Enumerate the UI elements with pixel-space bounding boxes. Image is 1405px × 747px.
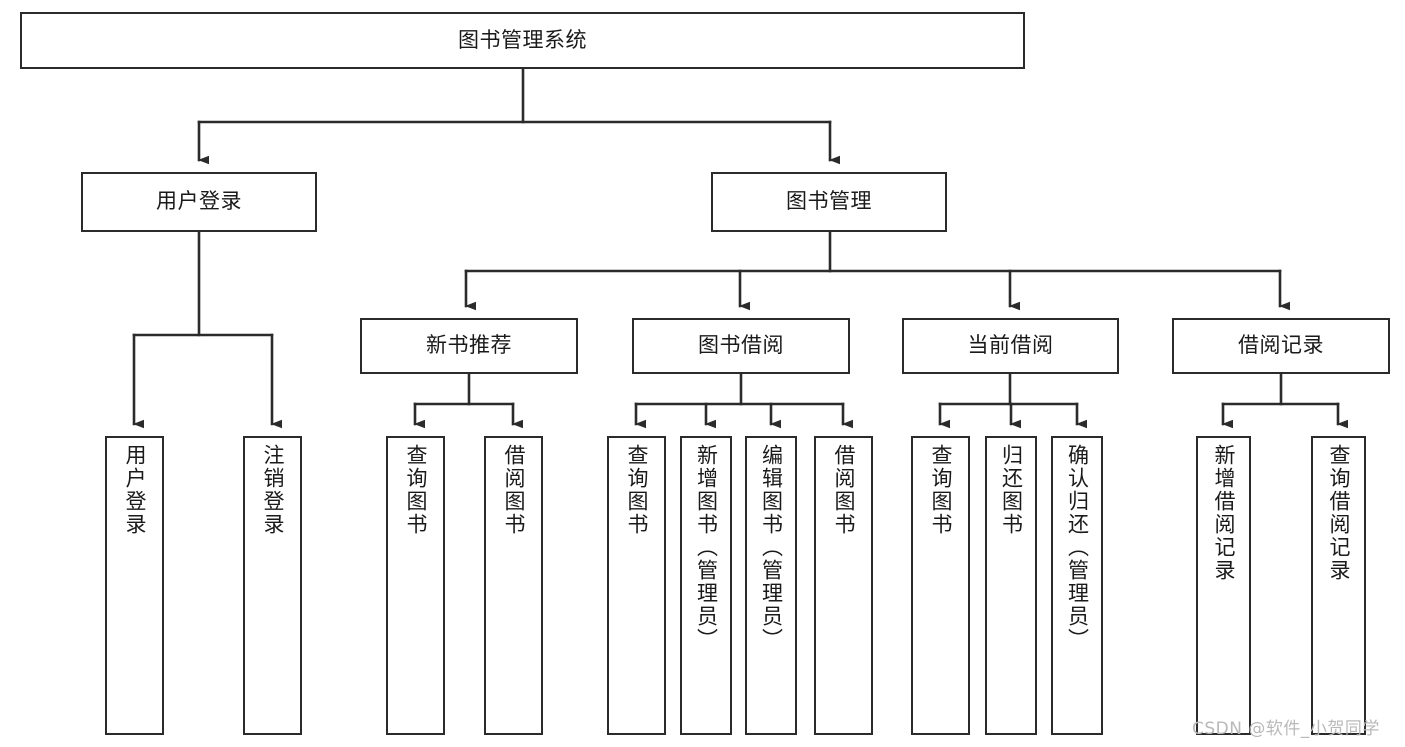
node-leaf-add-borrow-record-label: 新增借阅记录 (1212, 444, 1236, 582)
node-current-borrow-label: 当前借阅 (967, 333, 1054, 358)
node-root[interactable]: 图书管理系统 (20, 12, 1025, 69)
edge-group-root (197, 67, 840, 165)
edge-group-current-borrow (938, 372, 1087, 429)
node-leaf-add-book[interactable]: 新增图书（管理员） (680, 436, 732, 735)
node-book-borrow-label: 图书借阅 (698, 333, 784, 358)
node-leaf-borrow-book-recommend-label: 借阅图书 (502, 444, 526, 536)
node-book-management[interactable]: 图书管理 (711, 172, 947, 232)
node-user-login[interactable]: 用户登录 (81, 172, 317, 232)
node-user-login-label: 用户登录 (156, 189, 242, 214)
node-leaf-query-borrow-record-label: 查询借阅记录 (1327, 444, 1351, 582)
node-leaf-query-book-current-label: 查询图书 (929, 444, 953, 536)
edge-group-book-borrow (634, 372, 853, 429)
edge-group-user-login (132, 230, 282, 429)
node-leaf-logout[interactable]: 注销登录 (243, 436, 302, 735)
edge-group-borrow-record (1221, 372, 1348, 429)
node-book-management-label: 图书管理 (786, 189, 872, 214)
node-leaf-query-borrow-record[interactable]: 查询借阅记录 (1311, 436, 1366, 735)
node-leaf-query-book-recommend[interactable]: 查询图书 (386, 436, 445, 735)
node-leaf-query-book-borrow-label: 查询图书 (625, 444, 649, 536)
node-leaf-borrow-book-recommend[interactable]: 借阅图书 (484, 436, 543, 735)
node-leaf-borrow-book-label: 借阅图书 (832, 444, 856, 536)
node-leaf-return-book[interactable]: 归还图书 (985, 436, 1037, 735)
node-borrow-record[interactable]: 借阅记录 (1172, 318, 1390, 374)
node-leaf-edit-book[interactable]: 编辑图书（管理员） (745, 436, 797, 735)
node-leaf-add-borrow-record[interactable]: 新增借阅记录 (1196, 436, 1251, 735)
node-leaf-query-book-recommend-label: 查询图书 (404, 444, 428, 536)
node-leaf-confirm-return[interactable]: 确认归还（管理员） (1051, 436, 1103, 735)
node-leaf-user-login-label: 用户登录 (123, 444, 147, 536)
node-leaf-logout-label: 注销登录 (261, 444, 285, 536)
edge-group-new-book-recommend (413, 372, 523, 429)
node-leaf-return-book-label: 归还图书 (999, 444, 1024, 536)
node-leaf-edit-book-label: 编辑图书（管理员） (759, 444, 784, 651)
edge-group-book-management (464, 230, 1290, 311)
node-leaf-borrow-book[interactable]: 借阅图书 (814, 436, 873, 735)
node-leaf-confirm-return-label: 确认归还（管理员） (1065, 444, 1090, 651)
node-leaf-query-book-borrow[interactable]: 查询图书 (607, 436, 666, 735)
csdn-watermark: CSDN @软件_小贺同学 (1192, 719, 1380, 739)
node-new-book-recommend[interactable]: 新书推荐 (360, 318, 578, 374)
node-leaf-add-book-label: 新增图书（管理员） (694, 444, 719, 651)
node-book-borrow[interactable]: 图书借阅 (632, 318, 850, 374)
node-root-label: 图书管理系统 (458, 27, 587, 52)
node-leaf-user-login[interactable]: 用户登录 (105, 436, 164, 735)
node-borrow-record-label: 借阅记录 (1238, 333, 1324, 358)
node-leaf-query-book-current[interactable]: 查询图书 (911, 436, 970, 735)
node-current-borrow[interactable]: 当前借阅 (902, 318, 1119, 374)
node-new-book-recommend-label: 新书推荐 (426, 333, 512, 358)
